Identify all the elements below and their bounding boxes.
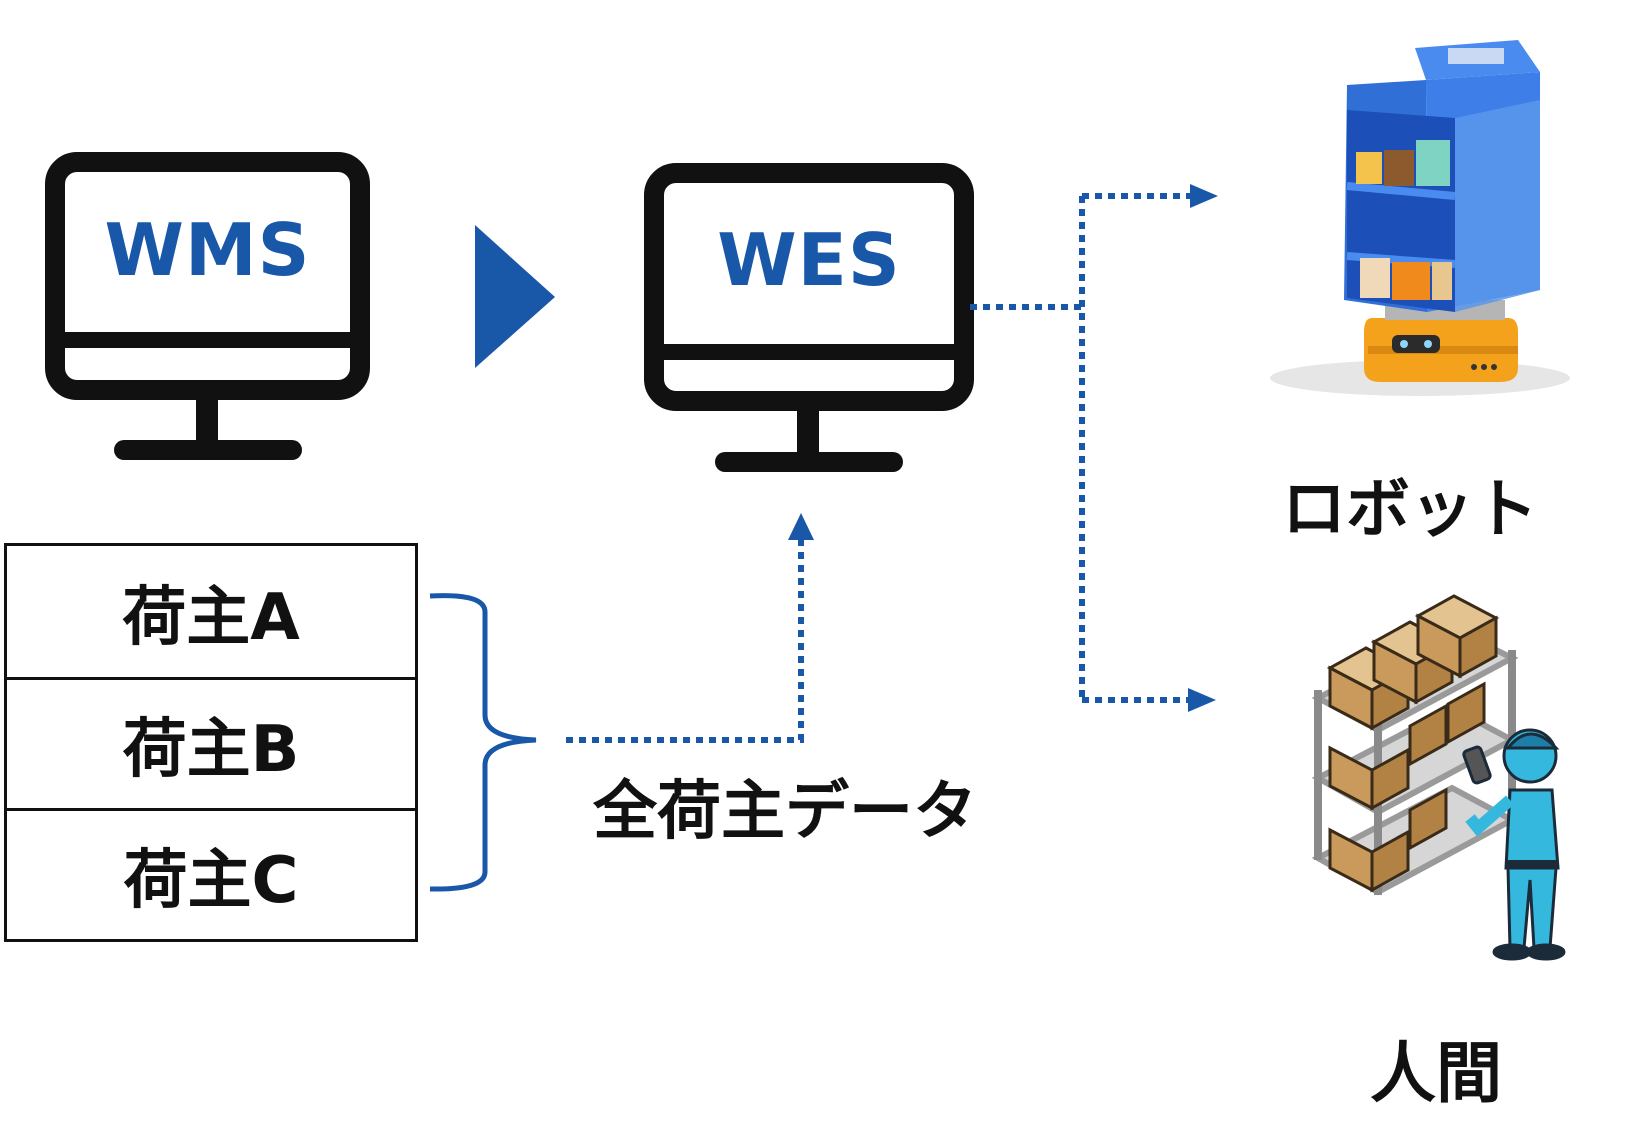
shipper-row-c: 荷主C	[7, 808, 415, 939]
arrow-right-icon	[1188, 688, 1216, 712]
shipper-brace-icon	[429, 593, 537, 892]
flow-arrow-icon	[475, 225, 555, 368]
shipper-label: 荷主B	[122, 713, 300, 787]
shipper-row-a: 荷主A	[7, 546, 415, 677]
shipper-table: 荷主A 荷主B 荷主C	[4, 543, 418, 942]
wes-label: WES	[717, 218, 901, 302]
arrow-up-icon	[788, 513, 814, 540]
arrow-right-icon	[1190, 184, 1218, 208]
human-label: 人間	[1370, 1035, 1502, 1112]
robot-label: ロボット	[1282, 473, 1538, 547]
wms-monitor-icon	[45, 152, 370, 460]
dotted-connectors	[566, 193, 1190, 743]
wes-monitor-icon	[644, 163, 974, 472]
shipper-row-b: 荷主B	[7, 677, 415, 808]
wms-label: WMS	[104, 208, 311, 292]
all-shipper-data-label: 全荷主データ	[593, 775, 977, 849]
robot-icon	[1270, 40, 1570, 396]
shipper-label: 荷主A	[122, 580, 300, 655]
shipper-label: 荷主C	[123, 844, 299, 918]
worker-with-shelf-icon	[1311, 594, 1566, 961]
